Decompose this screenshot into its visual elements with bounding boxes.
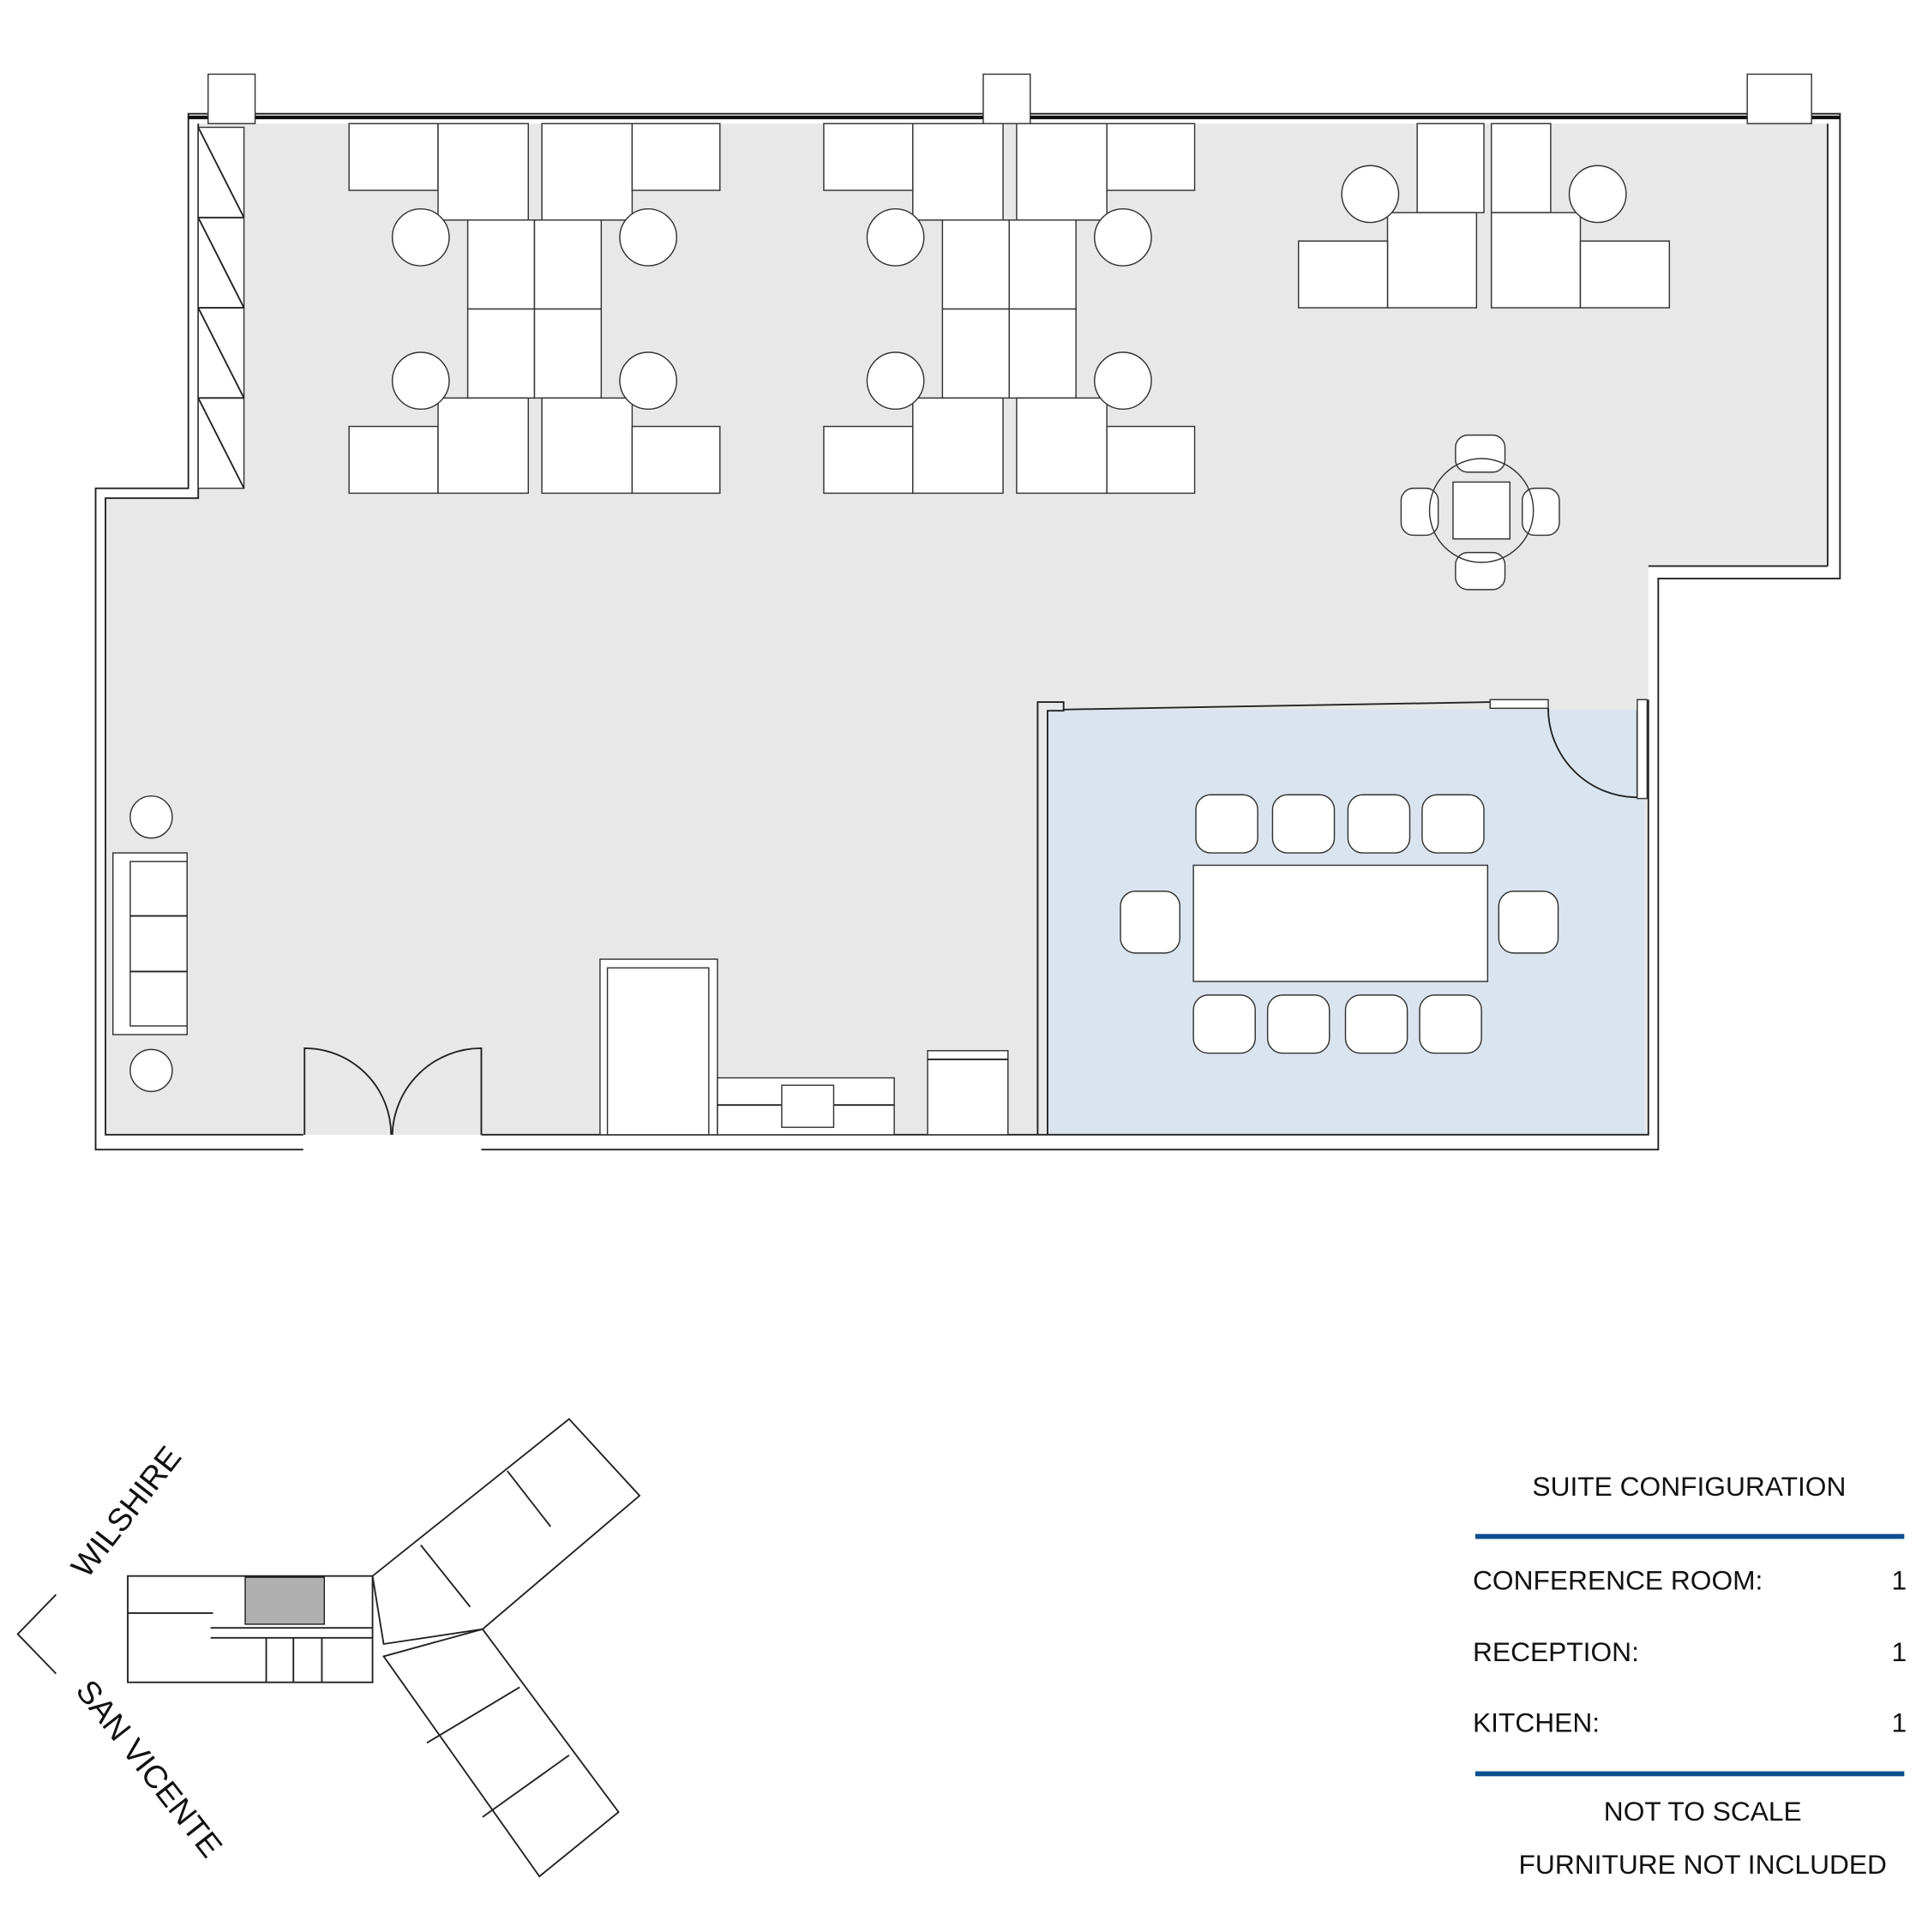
- legend-label-conference: CONFERENCE ROOM:: [1473, 1565, 1763, 1596]
- furniture-note: FURNITURE NOT INCLUDED: [1519, 1849, 1887, 1880]
- legend-value-conference: 1: [1892, 1565, 1907, 1596]
- chair-icon: [619, 207, 678, 267]
- column: [1746, 73, 1812, 124]
- chair-icon: [1341, 165, 1400, 224]
- conference-wall: [1036, 701, 1065, 1135]
- chair-icon: [391, 351, 450, 411]
- cafe-table: [1400, 434, 1560, 591]
- column: [982, 73, 1031, 124]
- conference-table: [1120, 794, 1559, 1054]
- column: [207, 73, 256, 124]
- conference-door[interactable]: [1547, 708, 1638, 799]
- building-southeast-wing: [382, 1628, 620, 1878]
- legend-title: SUITE CONFIGURATION: [1532, 1471, 1846, 1502]
- building-west-wing: [127, 1575, 374, 1683]
- legend-label-kitchen: KITCHEN:: [1473, 1707, 1600, 1737]
- legend-value-kitchen: 1: [1892, 1707, 1907, 1737]
- north-arrow-icon: [16, 1593, 57, 1675]
- door-frame: [1489, 699, 1549, 710]
- workstation-cluster: [348, 123, 721, 495]
- key-plan: WILSHIRE SAN VICENTE: [16, 1418, 641, 1878]
- legend-rule: [1475, 1533, 1905, 1539]
- conference-glass: [1063, 701, 1491, 711]
- legend-value-reception: 1: [1892, 1636, 1907, 1667]
- suite-floor-plan: [94, 73, 1841, 1151]
- storage-cabinets: [197, 126, 245, 489]
- highlighted-suite: [244, 1576, 326, 1625]
- sink-icon: [781, 1084, 835, 1128]
- building-northeast-wing: [371, 1418, 641, 1646]
- legend-rule: [1475, 1771, 1905, 1777]
- workstation-cluster: [1297, 123, 1671, 309]
- suite-configuration-legend: SUITE CONFIGURATION CONFERENCE ROOM: 1 R…: [1473, 1471, 1907, 1880]
- kitchen: [599, 958, 1009, 1136]
- chair-icon: [1568, 165, 1627, 224]
- chair-icon: [619, 351, 678, 411]
- not-to-scale-note: NOT TO SCALE: [1604, 1796, 1802, 1827]
- chair-icon: [391, 207, 450, 267]
- street-label-wilshire: WILSHIRE: [64, 1439, 189, 1584]
- reception-sofa: [111, 795, 188, 1093]
- street-label-san-vicente: SAN VICENTE: [69, 1673, 230, 1864]
- entry-double-door[interactable]: [303, 1047, 483, 1135]
- legend-label-reception: RECEPTION:: [1473, 1636, 1639, 1667]
- door-jamb: [1637, 699, 1649, 800]
